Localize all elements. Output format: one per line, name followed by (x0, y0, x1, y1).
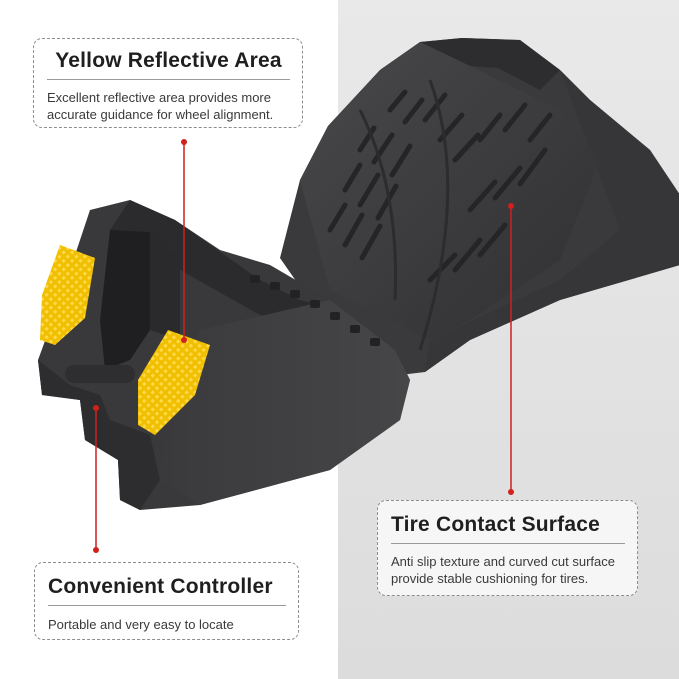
controller-handle (65, 365, 135, 383)
callout-divider (48, 605, 286, 606)
yellow-reflector-right (138, 330, 210, 435)
tire-contact-callout: Tire Contact Surface Anti slip texture a… (377, 500, 638, 596)
callout-desc-line: Anti slip texture and curved cut surface (391, 554, 616, 569)
callout-divider (391, 543, 625, 544)
top-tread-studs (250, 275, 380, 346)
yellow-reflective-callout: Yellow Reflective Area Excellent reflect… (33, 38, 303, 128)
callout-desc-line: Portable and very easy to locate (48, 617, 234, 632)
callout-title: Convenient Controller (48, 575, 273, 598)
callout-desc-line: accurate guidance for wheel alignment. (47, 107, 274, 122)
yellow-reflector-left (40, 245, 95, 345)
right-wheel-chock (280, 38, 679, 375)
left-wheel-chock (38, 200, 410, 510)
callout-desc-line: Excellent reflective area provides more (47, 90, 271, 105)
convenient-controller-callout: Convenient Controller Portable and very … (34, 562, 299, 640)
callout-desc-line: provide stable cushioning for tires. (391, 571, 589, 586)
callout-title: Tire Contact Surface (391, 513, 601, 536)
tread-texture (327, 89, 553, 283)
callout-description: Portable and very easy to locate (48, 616, 286, 633)
callout-description: Excellent reflective area provides more … (47, 89, 290, 123)
callout-title: Yellow Reflective Area (55, 49, 282, 72)
leader-lines (93, 139, 514, 553)
callout-description: Anti slip texture and curved cut surface… (391, 553, 625, 587)
callout-divider (47, 79, 290, 80)
